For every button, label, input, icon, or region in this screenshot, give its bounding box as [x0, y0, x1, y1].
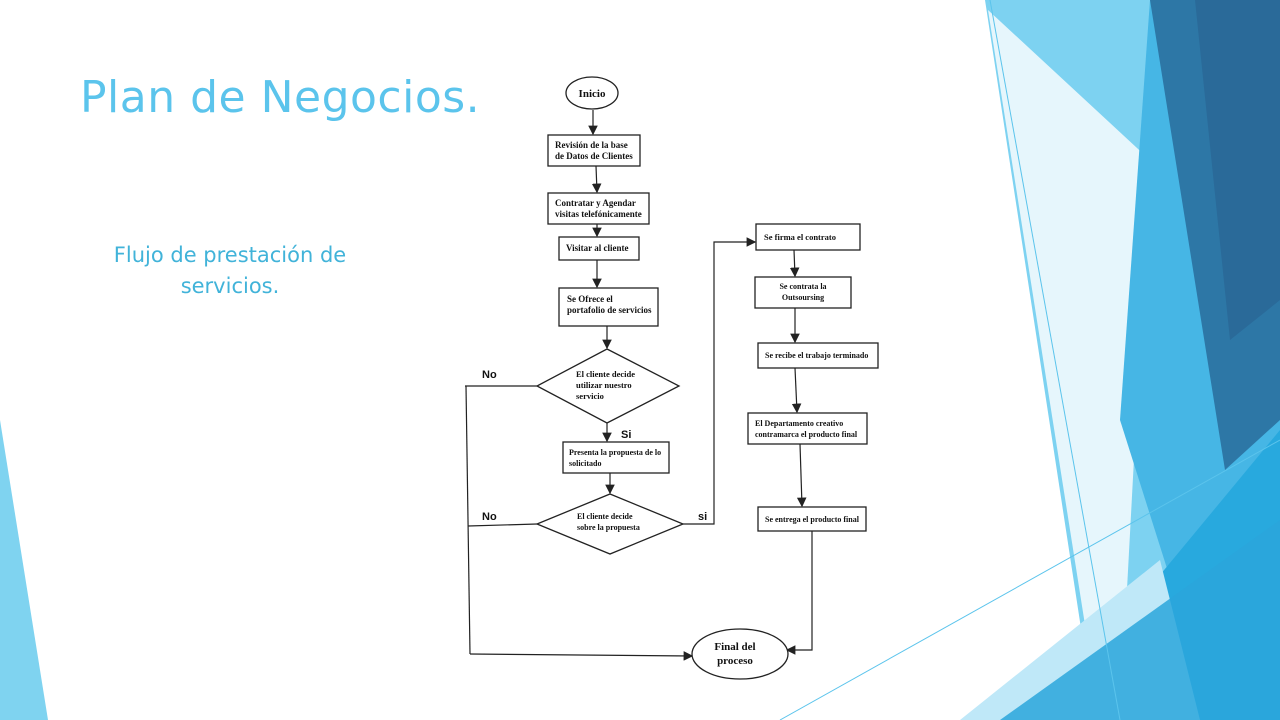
end-label: proceso	[717, 655, 753, 667]
step-schedule-visits	[547, 192, 650, 225]
step-sign-contract	[755, 223, 861, 251]
outsourcing-label: Se contrata la	[779, 282, 826, 291]
decision2-label: El cliente decide	[577, 512, 633, 521]
subtitle: Flujo de prestación de servicios.	[113, 243, 347, 298]
proposal-label: solicitado	[569, 459, 601, 468]
right-white-sliver	[988, 10, 1150, 720]
branch-si-label: Si	[621, 429, 631, 441]
offer-label: portafolio de servicios	[567, 305, 652, 315]
decision-use-service	[535, 348, 681, 424]
decision2-label: sobre la propuesta	[577, 523, 640, 532]
review-label: Revisión de la base	[555, 140, 628, 150]
decision-proposal	[535, 493, 685, 555]
branch-no-label: No	[482, 511, 497, 523]
contract-label: Se firma el contrato	[764, 232, 836, 242]
schedule-label: Contratar y Agendar	[555, 198, 636, 208]
creative-label: contramarca el producto final	[755, 430, 858, 439]
step-work-received	[757, 342, 879, 369]
offer-label: Se Ofrece el	[567, 294, 613, 304]
start-node	[565, 76, 619, 110]
right-steel-panel	[1195, 0, 1280, 340]
visit-label: Visitar al cliente	[566, 243, 629, 253]
deliver-label: Se entrega el producto final	[765, 515, 860, 524]
start-label: Inicio	[579, 88, 606, 100]
step-present-proposal	[562, 441, 670, 474]
creative-label: El Departamento creativo	[755, 419, 843, 428]
decision1-label: El cliente decide	[576, 369, 635, 379]
step-creative-department	[747, 412, 868, 445]
outsourcing-label: Outsoursing	[782, 293, 824, 302]
connector	[785, 530, 813, 655]
decision1-label: servicio	[576, 391, 604, 401]
connector-no	[465, 385, 471, 655]
review-label: de Datos de Clientes	[555, 151, 633, 161]
page-title: Plan de Negocios.	[80, 72, 481, 123]
bottom-blue-shape	[1000, 520, 1280, 720]
received-label: Se recibe el trabajo terminado	[765, 351, 868, 360]
schedule-label: visitas telefónicamente	[555, 209, 642, 219]
proposal-label: Presenta la propuesta de lo	[569, 448, 661, 457]
step-review-database	[547, 134, 641, 167]
connector	[591, 165, 602, 194]
branch-si-label: si	[698, 511, 707, 523]
decision1-label: utilizar nuestro	[576, 380, 632, 390]
deco-thin-line	[989, 0, 1121, 720]
connector-no	[467, 523, 538, 527]
connector-no	[469, 651, 694, 661]
connector	[796, 443, 807, 508]
branch-no-label: No	[482, 369, 497, 381]
left-accent-shape	[0, 420, 48, 720]
connector	[791, 367, 802, 414]
deco-thin-line-2	[779, 439, 1280, 720]
connector	[789, 249, 800, 278]
connector-si	[683, 237, 757, 525]
step-visit-client	[558, 236, 640, 261]
step-deliver-product	[757, 506, 867, 532]
step-hire-outsourcing	[754, 276, 852, 309]
end-node	[691, 628, 789, 680]
end-label: Final del	[714, 641, 755, 653]
step-offer-portfolio	[558, 287, 659, 327]
